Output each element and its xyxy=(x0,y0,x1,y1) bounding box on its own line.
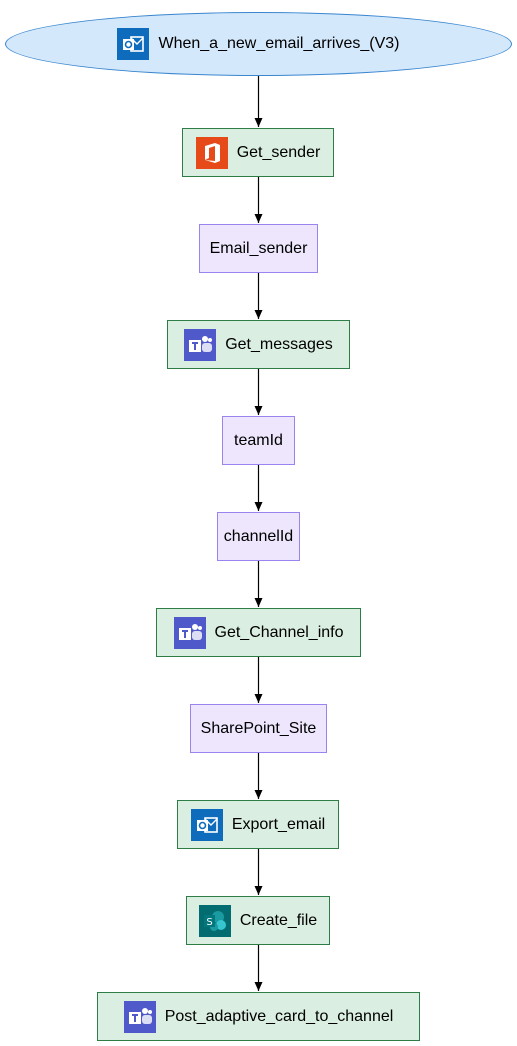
channel-id-node[interactable]: channelId xyxy=(217,512,300,561)
teams-icon xyxy=(173,616,206,649)
svg-text:S: S xyxy=(206,917,212,928)
team-id-node[interactable]: teamId xyxy=(222,416,295,465)
get-messages-label: Get_messages xyxy=(225,335,333,353)
sharepoint-icon: S xyxy=(198,904,231,937)
export-email-label: Export_email xyxy=(231,815,326,833)
email-sender-label: Email_sender xyxy=(209,239,308,257)
get-channel-info-node[interactable]: Get_Channel_info xyxy=(156,608,361,657)
email-sender-node[interactable]: Email_sender xyxy=(199,224,318,273)
channel-id-label: channelId xyxy=(223,527,294,545)
create-file-label: Create_file xyxy=(239,911,318,929)
trigger-label: When_a_new_email_arrives_(V3) xyxy=(158,35,400,52)
teams-icon xyxy=(184,328,217,361)
office-icon xyxy=(195,136,228,169)
sharepoint-site-label: SharePoint_Site xyxy=(200,719,317,737)
outlook-icon xyxy=(117,28,150,60)
outlook-icon xyxy=(190,808,223,841)
export-email-node[interactable]: Export_email xyxy=(177,800,339,849)
create-file-node[interactable]: S Create_file xyxy=(186,896,330,945)
get-messages-node[interactable]: Get_messages xyxy=(167,320,350,369)
get-sender-node[interactable]: Get_sender xyxy=(182,128,334,177)
teams-icon xyxy=(123,1000,156,1033)
get-sender-label: Get_sender xyxy=(236,143,321,161)
post-card-label: Post_adaptive_card_to_channel xyxy=(164,1007,394,1025)
team-id-label: teamId xyxy=(234,431,283,449)
get-channel-info-label: Get_Channel_info xyxy=(214,623,344,641)
post-card-node[interactable]: Post_adaptive_card_to_channel xyxy=(97,992,420,1041)
sharepoint-site-node[interactable]: SharePoint_Site xyxy=(190,704,327,753)
trigger-node[interactable]: When_a_new_email_arrives_(V3) xyxy=(5,12,512,76)
